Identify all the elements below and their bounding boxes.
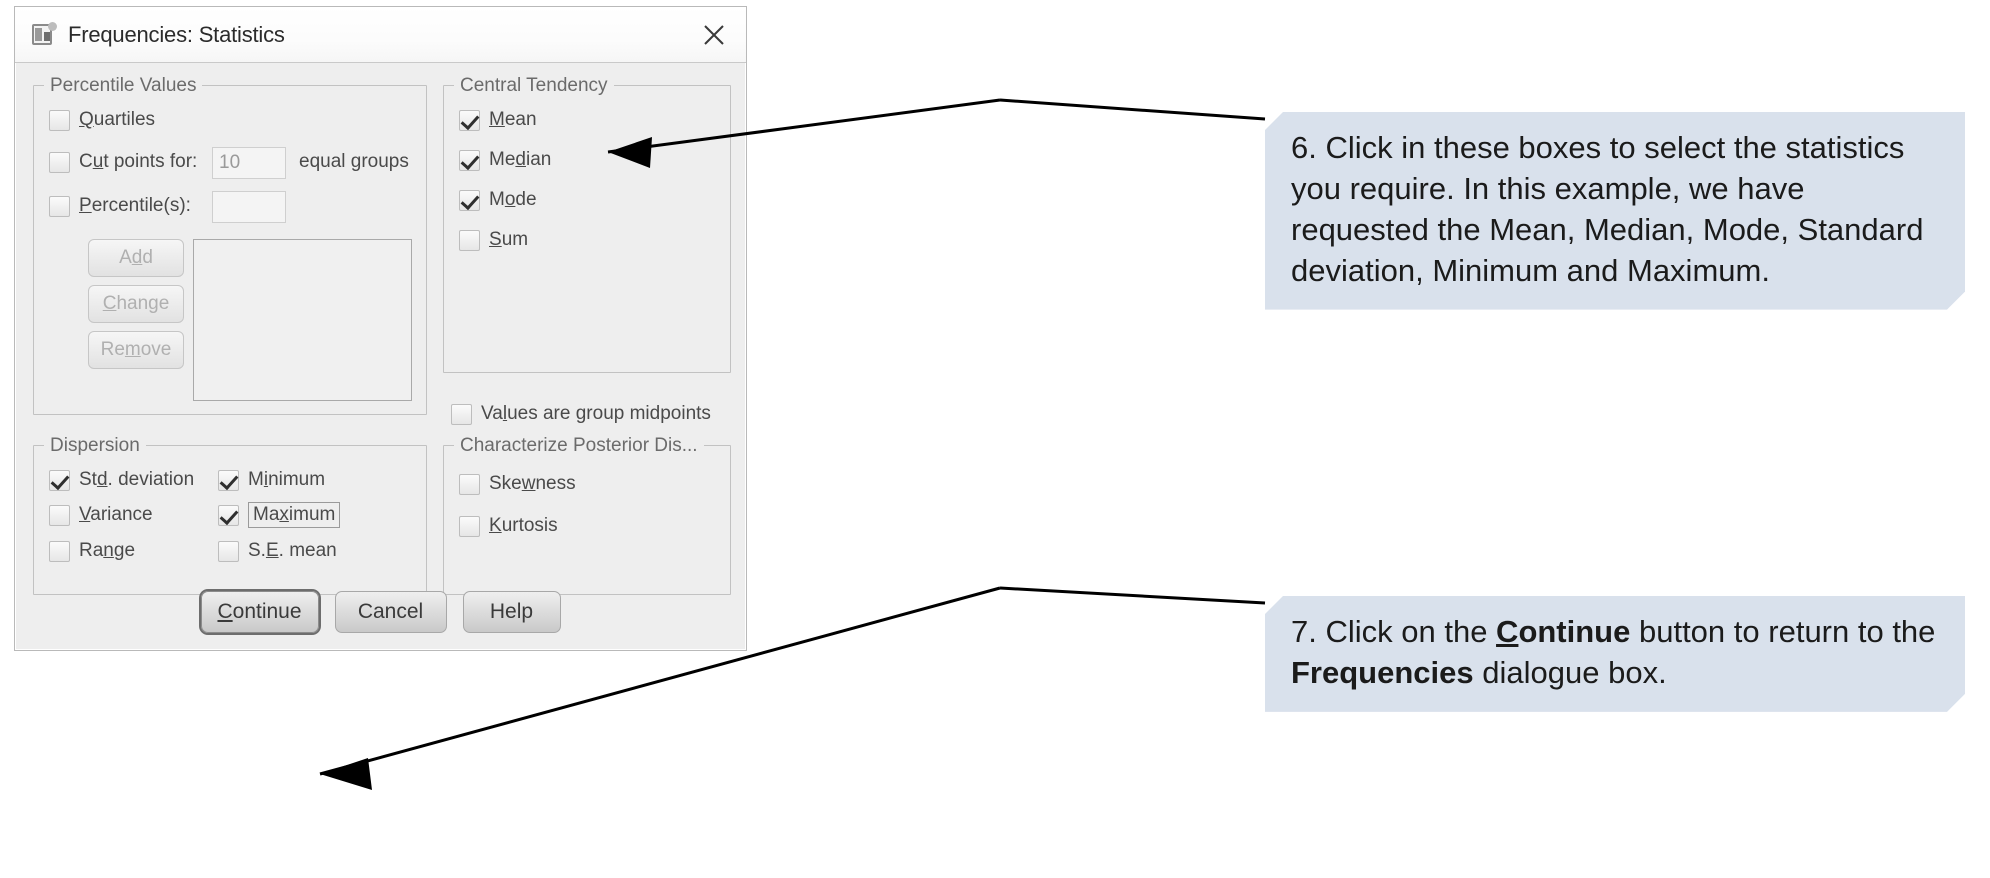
checkbox-percentiles[interactable]: Percentile(s): — [49, 195, 191, 217]
group-central-tendency: Central Tendency — [443, 75, 731, 373]
annotation-frequencies-bold: Frequencies — [1291, 654, 1474, 690]
checkbox-label-skewness: Skewness — [489, 473, 576, 494]
checkbox-mode[interactable]: Mode — [459, 189, 537, 211]
checkbox-box-se-mean — [218, 540, 239, 562]
checkbox-label-median: Median — [489, 149, 552, 170]
checkbox-label-minimum: Minimum — [248, 469, 326, 490]
cancel-button-label: Cancel — [357, 600, 424, 623]
annotation-text-7-line2-a: to return to the — [1733, 614, 1936, 649]
checkbox-box-values-group-midpoints — [451, 403, 472, 425]
add-button[interactable]: Add — [88, 239, 184, 277]
change-button[interactable]: Change — [88, 285, 184, 323]
checkbox-box-maximum — [218, 504, 239, 526]
checkbox-label-values-group-midpoints: Values are group midpoints — [481, 403, 711, 424]
group-legend-percentile-values: Percentile Values — [44, 75, 203, 97]
checkbox-box-sum — [459, 229, 480, 251]
continue-button[interactable]: Continue — [200, 591, 319, 633]
checkbox-box-mean — [459, 109, 480, 131]
annotation-continue-rest: ontinue — [1518, 614, 1631, 649]
dialog-title: Frequencies: Statistics — [68, 21, 285, 47]
checkbox-box-variance — [49, 504, 70, 526]
checkbox-box-range — [49, 540, 70, 562]
continue-button-label: Continue — [217, 600, 302, 623]
checkbox-box-kurtosis — [459, 515, 480, 537]
checkbox-label-maximum: Maximum — [248, 502, 341, 528]
cut-points-suffix-label: equal groups — [299, 151, 409, 172]
dialog-titlebar: Frequencies: Statistics — [15, 7, 746, 63]
checkbox-box-mode — [459, 189, 480, 211]
group-characterize-posterior: Characterize Posterior Dis... — [443, 435, 731, 595]
checkbox-maximum[interactable]: Maximum — [218, 502, 341, 528]
annotation-text-7-line1-a: 7. Click on the — [1291, 614, 1497, 649]
checkbox-label-range: Range — [79, 540, 136, 561]
checkbox-minimum[interactable]: Minimum — [218, 469, 325, 491]
add-button-label: Add — [119, 247, 153, 268]
annotation-callout-6: 6. Click in these boxes to select the st… — [1265, 112, 1965, 310]
checkbox-label-quartiles: Quartiles — [79, 109, 156, 130]
checkbox-box-percentiles — [49, 195, 70, 217]
checkbox-se-mean[interactable]: S.E. mean — [218, 540, 337, 562]
remove-button[interactable]: Remove — [88, 331, 184, 369]
percentiles-input[interactable] — [212, 191, 286, 223]
checkbox-kurtosis[interactable]: Kurtosis — [459, 515, 558, 537]
spss-dialog-icon — [31, 21, 57, 48]
checkbox-label-percentiles: Percentile(s): — [79, 195, 191, 216]
group-legend-characterize-posterior: Characterize Posterior Dis... — [454, 435, 704, 457]
checkbox-std-deviation[interactable]: Std. deviation — [49, 469, 194, 491]
checkbox-median[interactable]: Median — [459, 149, 551, 171]
percentiles-list[interactable] — [193, 239, 412, 401]
checkbox-box-quartiles — [49, 109, 70, 131]
checkbox-label-se-mean: S.E. mean — [248, 540, 337, 561]
help-button[interactable]: Help — [462, 591, 561, 633]
checkbox-box-cut-points — [49, 151, 70, 173]
close-icon[interactable] — [698, 19, 730, 51]
checkbox-label-mean: Mean — [489, 109, 537, 130]
checkbox-label-mode: Mode — [489, 189, 537, 210]
checkbox-range[interactable]: Range — [49, 540, 135, 562]
annotation-continue-mnemonic: C — [1496, 614, 1519, 649]
annotation-text-7-line3: dialogue box. — [1482, 654, 1667, 690]
checkbox-box-std-deviation — [49, 469, 70, 491]
cancel-button[interactable]: Cancel — [334, 591, 447, 633]
frequencies-statistics-dialog: Frequencies: Statistics Percentile Value… — [14, 6, 747, 651]
checkbox-skewness[interactable]: Skewness — [459, 473, 576, 495]
checkbox-label-cut-points: Cut points for: — [79, 151, 198, 172]
checkbox-sum[interactable]: Sum — [459, 229, 528, 251]
cut-points-value: 10 — [219, 152, 241, 173]
group-percentile-values: Percentile Values — [33, 75, 427, 415]
checkbox-box-median — [459, 149, 480, 171]
checkbox-quartiles[interactable]: Quartiles — [49, 109, 155, 131]
dialog-button-row: Continue Cancel Help — [15, 591, 746, 633]
checkbox-cut-points[interactable]: Cut points for: — [49, 151, 197, 173]
annotation-callout-7: 7. Click on the Continue button to retur… — [1265, 596, 1965, 712]
checkbox-values-group-midpoints[interactable]: Values are group midpoints — [451, 403, 711, 425]
checkbox-variance[interactable]: Variance — [49, 504, 153, 526]
checkbox-box-skewness — [459, 473, 480, 495]
remove-button-label: Remove — [100, 339, 172, 360]
cut-points-input[interactable]: 10 — [212, 147, 286, 179]
change-button-label: Change — [102, 293, 170, 314]
checkbox-box-minimum — [218, 469, 239, 491]
checkbox-label-variance: Variance — [79, 504, 153, 525]
annotation-text-7-line1-c: button — [1630, 614, 1726, 649]
group-legend-central-tendency: Central Tendency — [454, 75, 614, 97]
annotation-text-6: 6. Click in these boxes to select the st… — [1291, 130, 1924, 288]
checkbox-label-sum: Sum — [489, 229, 529, 250]
help-button-label: Help — [489, 600, 534, 623]
checkbox-mean[interactable]: Mean — [459, 109, 537, 131]
checkbox-label-kurtosis: Kurtosis — [489, 515, 558, 536]
group-legend-dispersion: Dispersion — [44, 435, 146, 457]
checkbox-label-std-deviation: Std. deviation — [79, 469, 195, 490]
